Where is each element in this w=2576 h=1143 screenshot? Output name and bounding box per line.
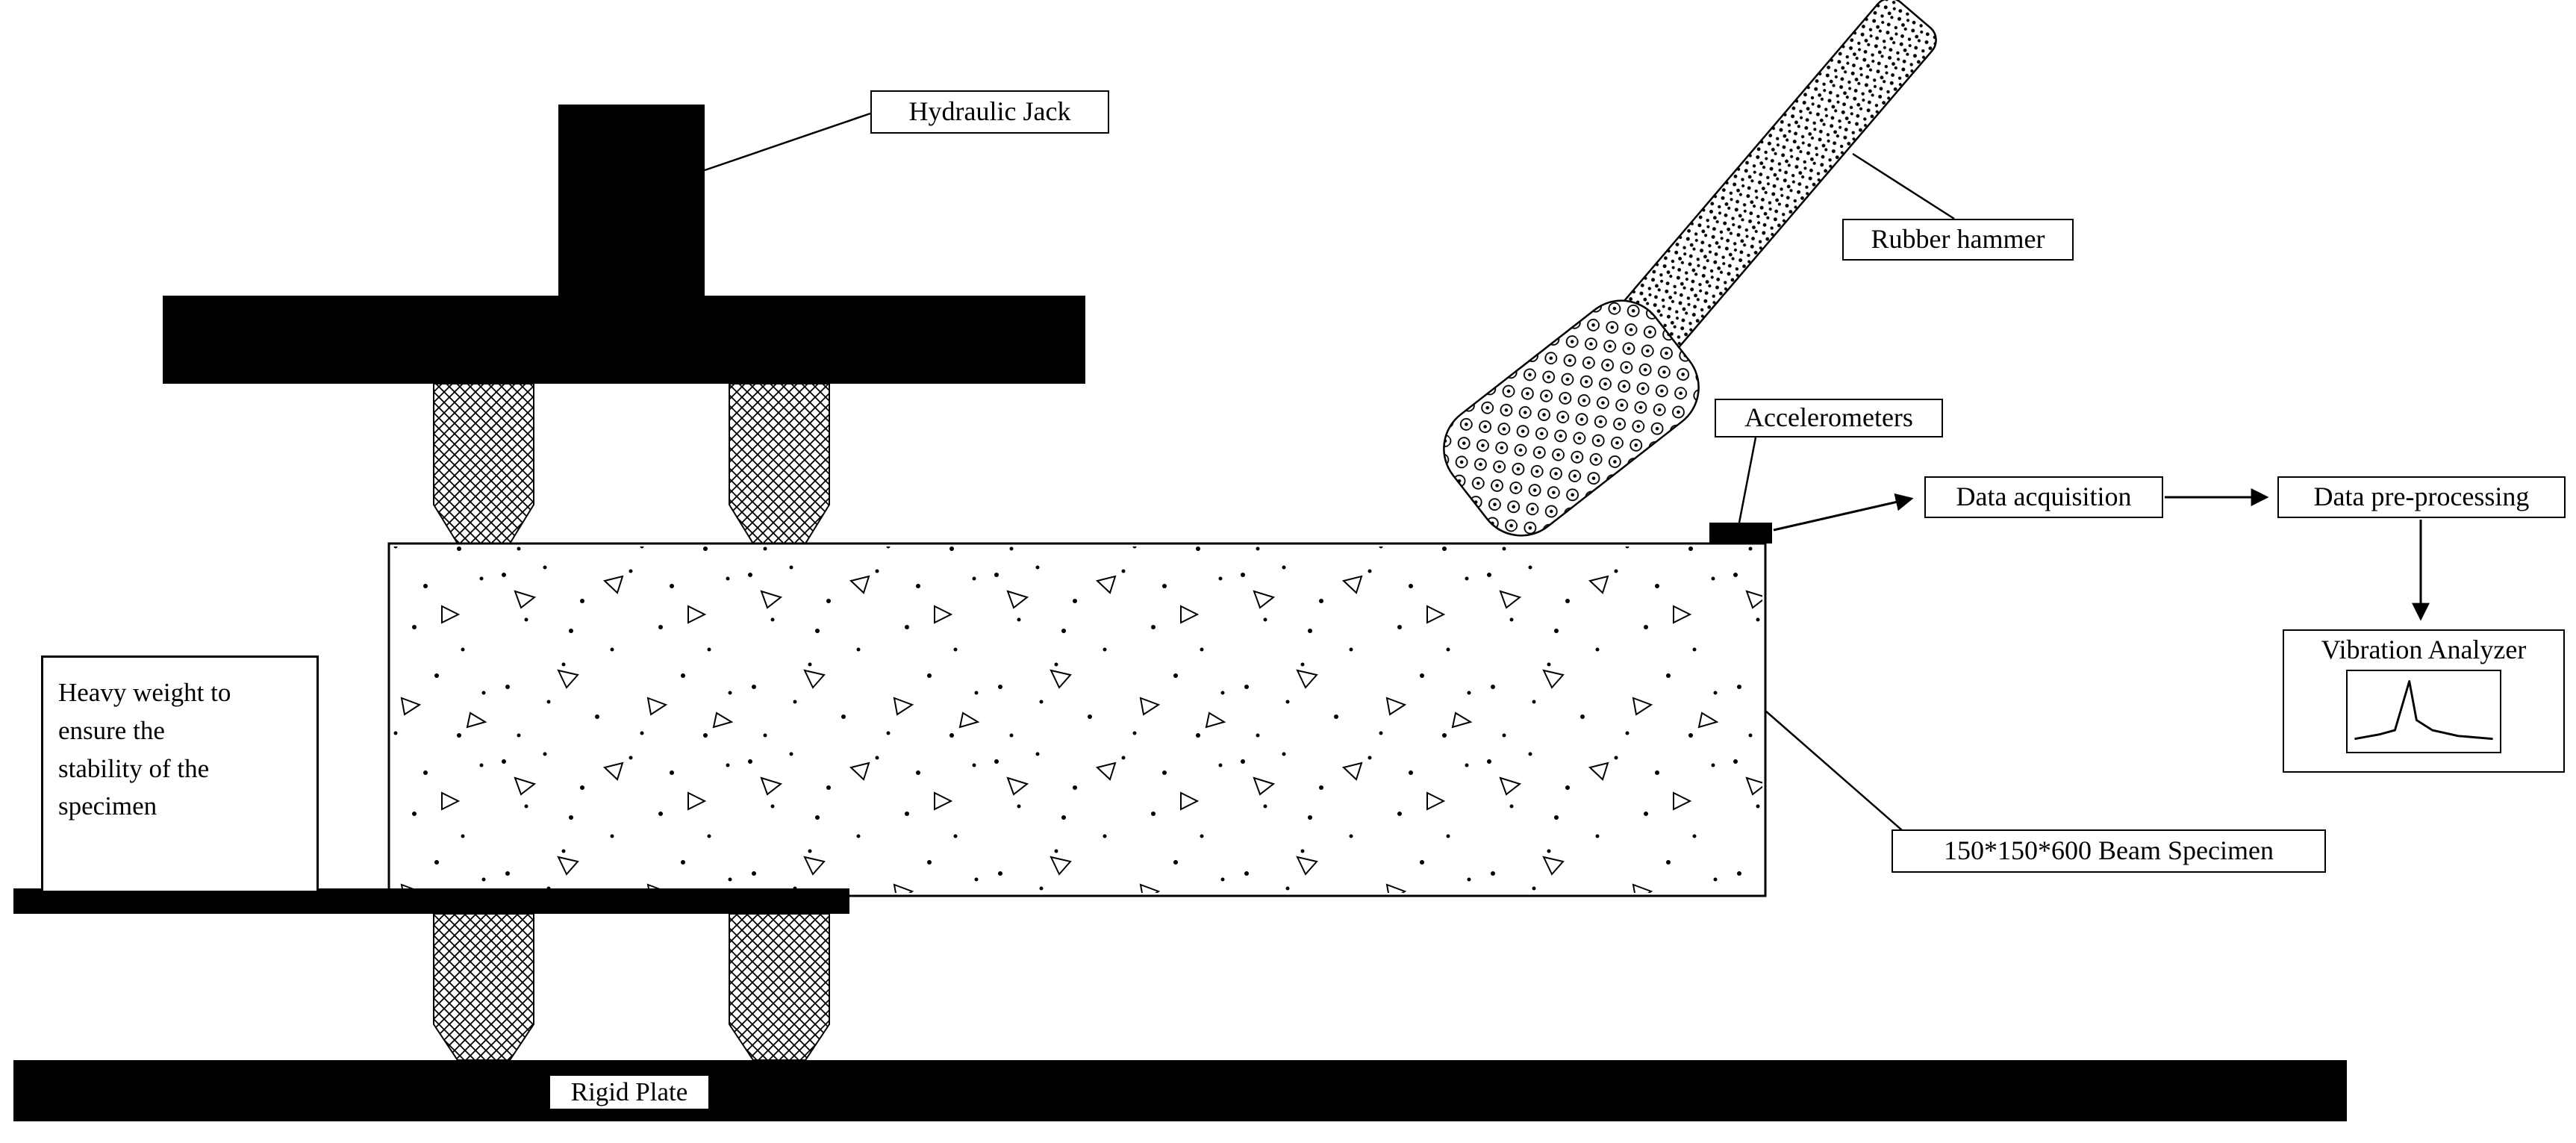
arrow-accel-to-daq — [1773, 493, 1914, 532]
hydraulic-jack-piston — [558, 105, 705, 297]
rubber-hammer-figure — [1443, 0, 1937, 537]
beam-specimen-label: 150*150*600 Beam Specimen — [1892, 829, 2326, 873]
leader-beam-specimen — [1765, 710, 1903, 831]
upper-load-column-right — [729, 383, 830, 544]
lower-support-column-right — [729, 913, 830, 1061]
lower-support-column-left — [433, 913, 534, 1061]
data-pre-processing-box: Data pre-processing — [2277, 476, 2566, 518]
hydraulic-jack-label: Hydraulic Jack — [870, 90, 1109, 134]
heavy-weight-note: Heavy weight to ensure the stability of … — [41, 655, 319, 893]
spectrum-curve-icon — [2354, 680, 2493, 741]
vibration-analyzer-box: Vibration Analyzer — [2283, 629, 2565, 773]
leader-accelerometers — [1738, 437, 1757, 523]
accelerometers-label: Accelerometers — [1715, 399, 1943, 437]
rigid-plate-label: Rigid Plate — [549, 1074, 710, 1110]
beam-specimen-texture — [392, 546, 1762, 893]
hydraulic-jack-crossbeam — [163, 296, 1085, 384]
spectrum-display — [2346, 670, 2501, 753]
vibration-analyzer-label: Vibration Analyzer — [2321, 635, 2527, 664]
rubber-hammer-label: Rubber hammer — [1842, 219, 2074, 261]
upper-load-column-left — [433, 383, 534, 544]
leader-hydraulic-jack — [704, 112, 871, 172]
hammer-head — [1443, 299, 1700, 537]
accelerometer-sensor — [1709, 523, 1772, 544]
rigid-plate-bar — [13, 1060, 2347, 1121]
leader-rubber-hammer — [1852, 152, 1955, 220]
data-acquisition-box: Data acquisition — [1924, 476, 2163, 518]
